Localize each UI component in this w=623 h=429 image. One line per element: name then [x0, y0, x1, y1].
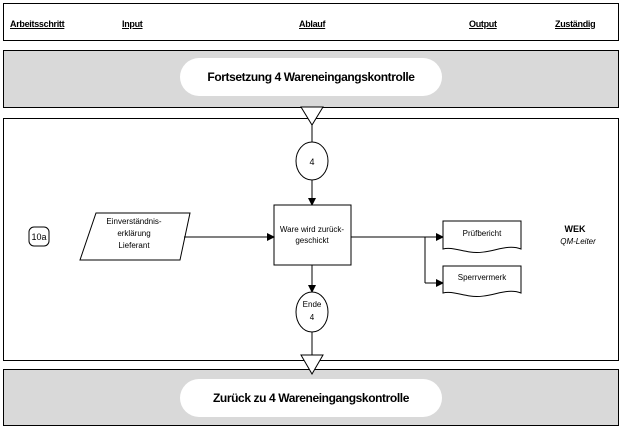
continuation-label: Fortsetzung 4 Wareneingangskontrolle — [180, 58, 442, 96]
responsible-unit: WEK — [565, 224, 586, 234]
end-connector-line-2: 4 — [310, 313, 315, 322]
process-line-1: Ware wird zurück- — [280, 225, 344, 234]
step-number: 10a — [31, 232, 46, 242]
output-document-sperrvermerk — [442, 265, 522, 297]
offpage-connector-top-icon — [300, 106, 324, 126]
responsible-role: QM-Leiter — [560, 237, 596, 246]
return-label: Zurück zu 4 Wareneingangskontrolle — [180, 379, 442, 417]
end-connector-line-1: Ende — [303, 300, 322, 309]
column-header-band: Arbeitsschritt Input Ablauf Output Zustä… — [3, 3, 619, 41]
output-document-pruefbericht — [442, 220, 522, 253]
step-number-box — [28, 226, 50, 247]
input-line-1: Einverständnis- — [106, 217, 161, 226]
process-return-goods — [273, 204, 352, 266]
header-input: Input — [122, 19, 143, 29]
offpage-connector-bottom-icon — [300, 354, 324, 375]
output-doc-1-label: Prüfbericht — [463, 229, 502, 238]
input-data-shape — [79, 212, 191, 261]
header-ablauf: Ablauf — [299, 19, 326, 29]
input-line-2: erklärung — [117, 229, 150, 238]
header-zustaendig: Zuständig — [555, 19, 596, 29]
header-output: Output — [469, 19, 497, 29]
end-connector — [295, 291, 329, 333]
output-doc-2-label: Sperrvermerk — [458, 273, 507, 282]
input-line-3: Lieferant — [118, 241, 150, 250]
process-line-2: geschickt — [295, 236, 329, 245]
connector-4-label: 4 — [309, 157, 314, 167]
header-arbeitsschritt: Arbeitsschritt — [10, 19, 65, 29]
